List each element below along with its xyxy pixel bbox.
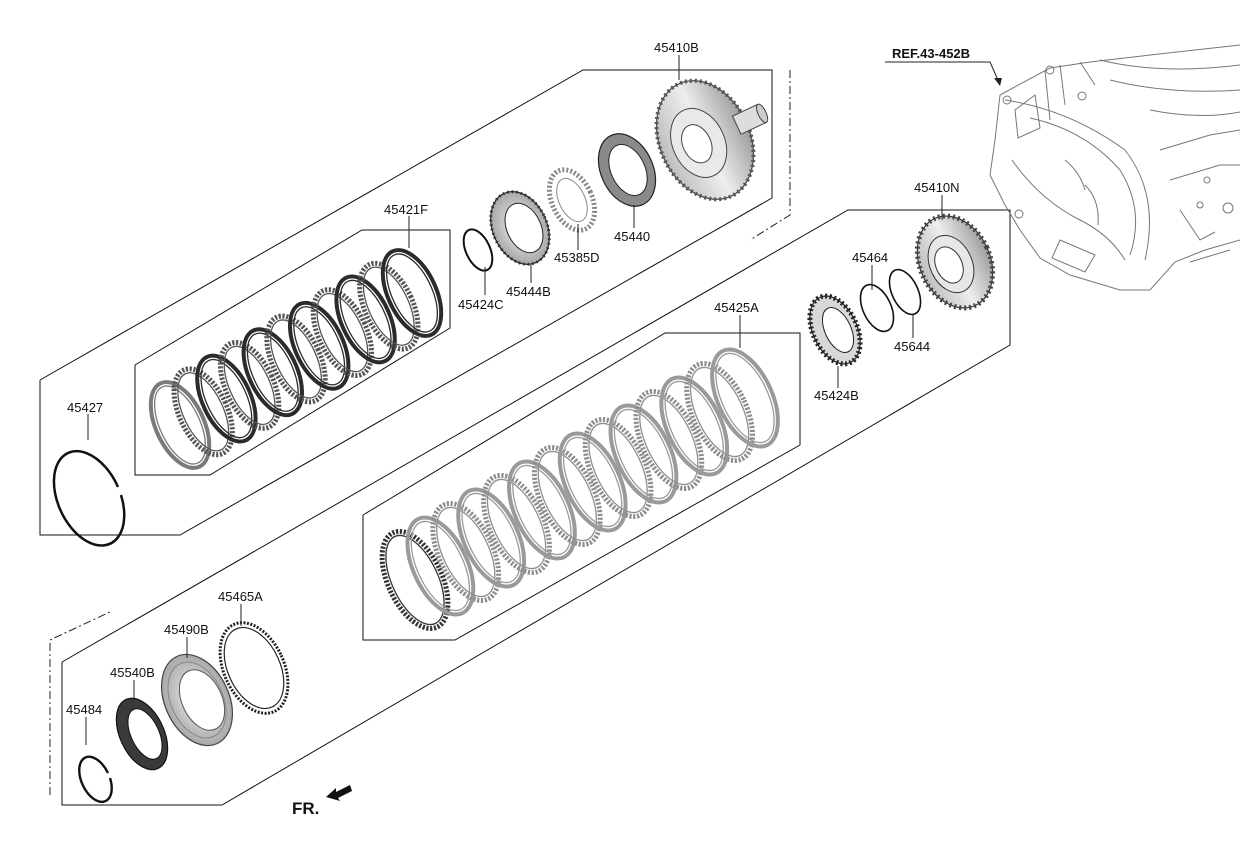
clutch-plate-45421F-11 (380, 248, 444, 338)
part-number-labels: 45410B 45421F 45424C 45444B 45385D 45440… (66, 40, 960, 717)
part-45410N-drum (914, 213, 996, 311)
part-45424C-snap-ring (462, 228, 494, 272)
group-outline-upper (39, 69, 791, 536)
group-outline-lower (49, 209, 1011, 806)
label-45440: 45440 (614, 229, 650, 244)
label-45424B: 45424B (814, 388, 859, 403)
clutch-plate-45421F-7 (288, 300, 351, 391)
clutch-plate-45421F-2 (171, 366, 235, 458)
label-45425A: 45425A (714, 300, 759, 315)
clutch-plate-45421F-1 (148, 380, 212, 470)
clutch-plate-45421F-10 (357, 260, 421, 352)
ref-leader (885, 61, 1002, 86)
group-outline-421F (134, 229, 451, 476)
leader-lines (85, 55, 943, 745)
clutch-plate-45425A-5 (481, 473, 552, 575)
label-45490B: 45490B (164, 622, 209, 637)
part-45644-o-ring (888, 268, 922, 316)
transmission-housing-illustration (989, 44, 1240, 291)
clutch-plate-45425A-13 (684, 361, 756, 463)
clutch-plate-45425A-2 (405, 515, 476, 617)
part-45425A-clutch-pack (379, 347, 780, 631)
group-outline-425A (362, 332, 801, 641)
part-45410B-drum (654, 78, 769, 202)
clutch-plate-45425A-7 (531, 445, 603, 547)
label-45427: 45427 (67, 400, 103, 415)
ref-label: REF.43-452B (892, 46, 970, 61)
label-45421F: 45421F (384, 202, 428, 217)
clutch-plate-45421F-3 (195, 353, 258, 444)
clutch-plate-45425A-12 (659, 375, 730, 477)
part-45427-snap-ring (52, 449, 126, 547)
clutch-plate-45425A-1 (379, 529, 451, 631)
label-45410B: 45410B (654, 40, 699, 55)
clutch-plate-45421F-8 (310, 287, 375, 379)
clutch-plate-45425A-8 (557, 431, 628, 533)
front-label: FR. (292, 799, 319, 818)
label-45464: 45464 (852, 250, 888, 265)
part-45490B-piston (161, 653, 233, 747)
part-45424B-hub (807, 293, 863, 367)
part-45465A-plate (218, 621, 290, 715)
clutch-plate-45421F-5 (241, 327, 304, 418)
clutch-plate-45425A-4 (456, 487, 527, 589)
clutch-plate-45425A-14 (710, 347, 780, 449)
label-45424C: 45424C (458, 297, 504, 312)
clutch-plate-45425A-3 (430, 501, 502, 603)
part-45464-o-ring (859, 283, 895, 333)
label-45385D: 45385D (554, 250, 600, 265)
part-45444B-hub (489, 190, 551, 266)
front-direction-indicator: FR. (292, 785, 352, 818)
label-45540B: 45540B (110, 665, 155, 680)
clutch-plate-45425A-6 (507, 459, 577, 561)
label-45644: 45644 (894, 339, 930, 354)
clutch-plate-45425A-11 (633, 389, 705, 491)
front-arrow-icon (326, 785, 352, 801)
part-45484-snap-ring (78, 755, 113, 803)
label-45484: 45484 (66, 702, 102, 717)
clutch-plate-45421F-4 (217, 339, 282, 431)
label-45444B: 45444B (506, 284, 551, 299)
part-45440-seal (597, 133, 657, 207)
part-45385D-bearing (546, 167, 598, 233)
clutch-plate-45425A-10 (608, 403, 679, 505)
clutch-plate-45425A-9 (582, 417, 654, 519)
clutch-plate-45421F-9 (334, 274, 397, 365)
label-45410N: 45410N (914, 180, 960, 195)
part-45540B-seal (115, 697, 169, 771)
clutch-plate-45421F-6 (264, 313, 328, 405)
part-45421F-clutch-pack (148, 248, 444, 470)
label-45465A: 45465A (218, 589, 263, 604)
